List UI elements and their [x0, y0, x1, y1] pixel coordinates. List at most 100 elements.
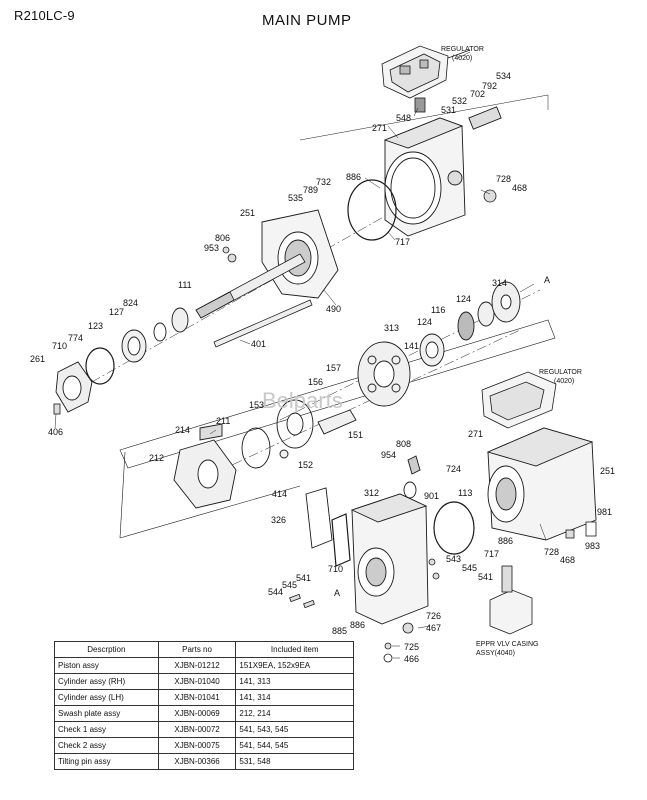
callout-212: 212: [149, 453, 164, 463]
callout-545r: 545: [462, 563, 477, 573]
callout-774: 774: [68, 333, 83, 343]
cell-included-item: 151X9EA, 152x9EA: [235, 657, 354, 674]
callout-141: 141: [404, 341, 419, 351]
eppr-code: ASSY(4040): [476, 650, 515, 657]
table-row: Tilting pin assy XJBN-00366 531, 548: [54, 753, 354, 770]
callout-468: 468: [512, 183, 527, 193]
callout-901: 901: [424, 491, 439, 501]
callout-116: 116: [431, 305, 445, 315]
callout-152: 152: [298, 460, 313, 470]
cell-description: Piston assy: [54, 657, 159, 674]
callout-261: 261: [30, 354, 45, 364]
callout-545l: 545: [282, 580, 297, 590]
callout-157: 157: [326, 363, 341, 373]
callout-541l: 541: [296, 573, 311, 583]
callout-726: 726: [426, 611, 441, 621]
cell-parts-no: XJBN-00075: [157, 737, 237, 754]
cell-parts-no: XJBN-00069: [157, 705, 237, 722]
regulator-top: [381, 45, 471, 113]
table-row: Cylinder assy (RH) XJBN-01040 141, 313: [54, 673, 354, 690]
callout-532: 532: [452, 96, 467, 106]
cell-description: Swash plate assy: [54, 705, 159, 722]
callout-541r: 541: [478, 572, 493, 582]
regulator-code: (4020): [452, 55, 472, 62]
callout-724: 724: [446, 464, 461, 474]
cell-parts-no: XJBN-01212: [157, 657, 237, 674]
callout-312: 312: [364, 488, 379, 498]
callout-543: 543: [446, 554, 461, 564]
callout-113: 113: [458, 488, 472, 498]
model-code: R210LC-9: [14, 8, 75, 23]
cell-parts-no: XJBN-01041: [157, 689, 237, 706]
watermark: Belparts: [262, 388, 343, 413]
parts-table: Descrption Parts no Included item Piston…: [54, 641, 354, 770]
callout-251: 251: [240, 208, 255, 218]
cell-parts-no: XJBN-01040: [157, 673, 237, 690]
cell-description: Check 2 assy: [54, 737, 159, 754]
callout-953: 953: [204, 243, 219, 253]
callout-886c: 886: [350, 620, 365, 630]
eppr-valve: [489, 565, 533, 635]
col-header-included-item: Included item: [235, 641, 354, 658]
table-row: Check 1 assy XJBN-00072 541, 543, 545: [54, 721, 354, 738]
callout-732: 732: [316, 177, 331, 187]
callout-792: 792: [482, 81, 497, 91]
cell-included-item: 141, 314: [235, 689, 354, 706]
cell-parts-no: XJBN-00366: [157, 753, 237, 770]
eppr-label: EPPR VLV CASING: [476, 641, 539, 648]
callout-490: 490: [326, 304, 341, 314]
callout-251b: 251: [600, 466, 615, 476]
cell-included-item: 141, 313: [235, 673, 354, 690]
callout-111: 111: [178, 280, 192, 290]
callout-326: 326: [271, 515, 286, 525]
callout-717b: 717: [484, 549, 499, 559]
callout-271: 271: [372, 123, 387, 133]
table-header-row: Descrption Parts no Included item: [54, 641, 354, 658]
callout-710: 710: [52, 341, 67, 351]
table-row: Check 2 assy XJBN-00075 541, 544, 545: [54, 737, 354, 754]
regulator-label: REGULATOR: [441, 46, 484, 53]
cell-parts-no: XJBN-00072: [157, 721, 237, 738]
callout-124: 124: [456, 294, 471, 304]
callout-544: 544: [268, 587, 283, 597]
regulator-mid-code: (4020): [554, 378, 574, 385]
cell-description: Check 1 assy: [54, 721, 159, 738]
callout-127: 127: [109, 307, 124, 317]
callout-725: 725: [404, 642, 420, 652]
cell-included-item: 531, 548: [235, 753, 354, 770]
view-a-label-2: A: [334, 588, 340, 598]
exploded-diagram: Belparts REGULATOR (4020) 534 792 702 5: [30, 45, 615, 636]
cell-description: Tilting pin assy: [54, 753, 159, 770]
callout-717: 717: [395, 237, 410, 247]
callout-981: 981: [597, 507, 612, 517]
callout-886: 886: [346, 172, 361, 182]
callout-534: 534: [496, 71, 511, 81]
drive-shaft: [195, 253, 306, 319]
pump-casing-mid: [486, 427, 597, 541]
pump-casing-top: [383, 106, 502, 237]
callout-314: 314: [492, 278, 507, 288]
callout-466: 466: [404, 654, 420, 664]
callout-406: 406: [48, 427, 63, 437]
callout-124b: 124: [417, 317, 432, 327]
callout-954: 954: [381, 450, 396, 460]
cell-included-item: 541, 543, 545: [235, 721, 354, 738]
page-title: MAIN PUMP: [262, 12, 352, 29]
callout-806: 806: [215, 233, 230, 243]
cell-description: Cylinder assy (RH): [54, 673, 159, 690]
callout-824: 824: [123, 298, 138, 308]
view-a-label: A: [544, 275, 550, 285]
callout-313: 313: [384, 323, 399, 333]
callout-535: 535: [288, 193, 303, 203]
callout-211: 211: [216, 416, 230, 426]
valve-block: [305, 455, 429, 625]
callout-414: 414: [272, 489, 287, 499]
bottom-parts-art: [383, 642, 400, 663]
col-header-description: Descrption: [54, 641, 159, 658]
callout-468b: 468: [560, 555, 575, 565]
callout-156: 156: [308, 377, 323, 387]
callout-710b: 710: [328, 564, 343, 574]
callout-401: 401: [251, 339, 266, 349]
table-row: Cylinder assy (LH) XJBN-01041 141, 314: [54, 689, 354, 706]
